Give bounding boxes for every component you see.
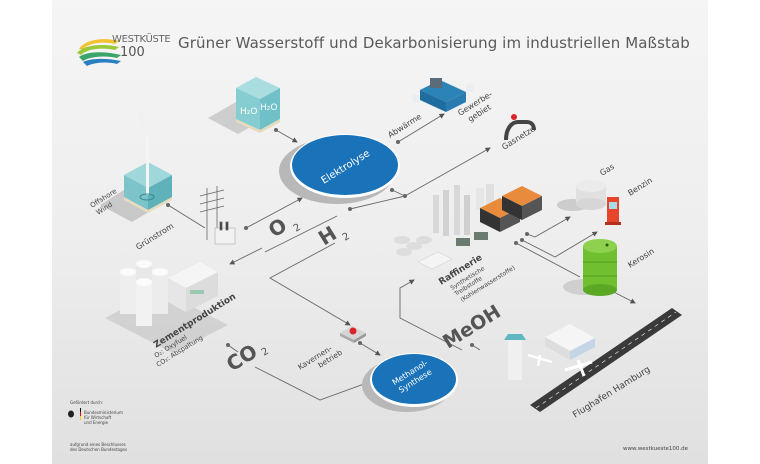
connector-lines [167, 113, 636, 401]
water-cube-icon [208, 77, 280, 134]
raffinerie-icon [394, 184, 542, 270]
connector-o2-elektrolyse [264, 215, 338, 253]
gas-tank-icon [557, 180, 606, 211]
elektrolyse-node [279, 134, 400, 204]
zementproduktion-icon [105, 260, 228, 353]
funded-by-label: Gefördert durch: [70, 400, 104, 405]
gruenstrom-label: Grünstrom [134, 221, 175, 251]
connector-h2-kaverne [269, 242, 351, 326]
connector-zement-co2 [227, 344, 239, 353]
ministry-label-1: Bundesministerium [84, 410, 123, 415]
connector-raffinerie-benzin [521, 231, 598, 258]
kavernen-valve-icon [340, 326, 366, 343]
logo-line2: 100 [120, 45, 145, 60]
transformer-icon [199, 186, 236, 245]
connector-o2-zement [229, 247, 263, 265]
connector-gruenstrom-elektrolyse [245, 197, 303, 229]
connector-h2-stub [391, 189, 406, 197]
connector-raffinerie-kerosin [515, 242, 581, 278]
kerosin-label: Kerosin [626, 247, 656, 270]
federal-eagle-icon [68, 408, 81, 420]
benzin-pump-icon [605, 197, 621, 225]
o2-subscript: 2 [292, 222, 303, 235]
benzin-label: Benzin [626, 176, 654, 198]
website-link[interactable]: www.westkueste100.de [623, 446, 689, 452]
gas-label: Gas [598, 162, 616, 178]
co2-subscript: 2 [260, 346, 271, 359]
kerosin-barrel-icon [563, 239, 617, 296]
ministry-label-2: für Wirtschaft [84, 415, 112, 420]
flughafen-icon [504, 308, 682, 412]
offshore-wind-icon [100, 111, 172, 222]
water-label-2: H₂O [260, 103, 277, 113]
connector-wind-transformer [167, 204, 206, 229]
connector-co2-methanol [254, 366, 376, 401]
water-label-1: H₂O [240, 107, 257, 117]
connector-h2-gasnetze [404, 147, 491, 197]
methanol-synthese-node [362, 353, 458, 412]
connector-abwaerme [397, 113, 445, 143]
connector-dots [166, 128, 529, 347]
h2-subscript: 2 [341, 231, 352, 244]
o2-label: O [264, 213, 291, 242]
connector-water-elektrolyse [275, 129, 298, 143]
connector-raffinerie-gas [526, 216, 571, 238]
abwaerme-label: Abwärme [386, 112, 423, 140]
page-title: Grüner Wasserstoff und Dekarbonisierung … [178, 34, 690, 52]
connector-meoh-raffinerie [399, 279, 463, 351]
logo-line1: WESTKÜSTE [112, 34, 171, 45]
connector-kaverne-methanol [359, 342, 381, 356]
connector-h2-main [349, 195, 406, 210]
ministry-label-3: und Energie [84, 420, 109, 425]
decision-label-1: aufgrund eines Beschlusses [70, 442, 126, 447]
gasnetze-icon [504, 114, 536, 141]
westkueste-logo-icon [77, 39, 121, 66]
decision-label-2: des Deutschen Bundestages [70, 447, 128, 452]
gewerbegebiet-icon [412, 78, 474, 112]
